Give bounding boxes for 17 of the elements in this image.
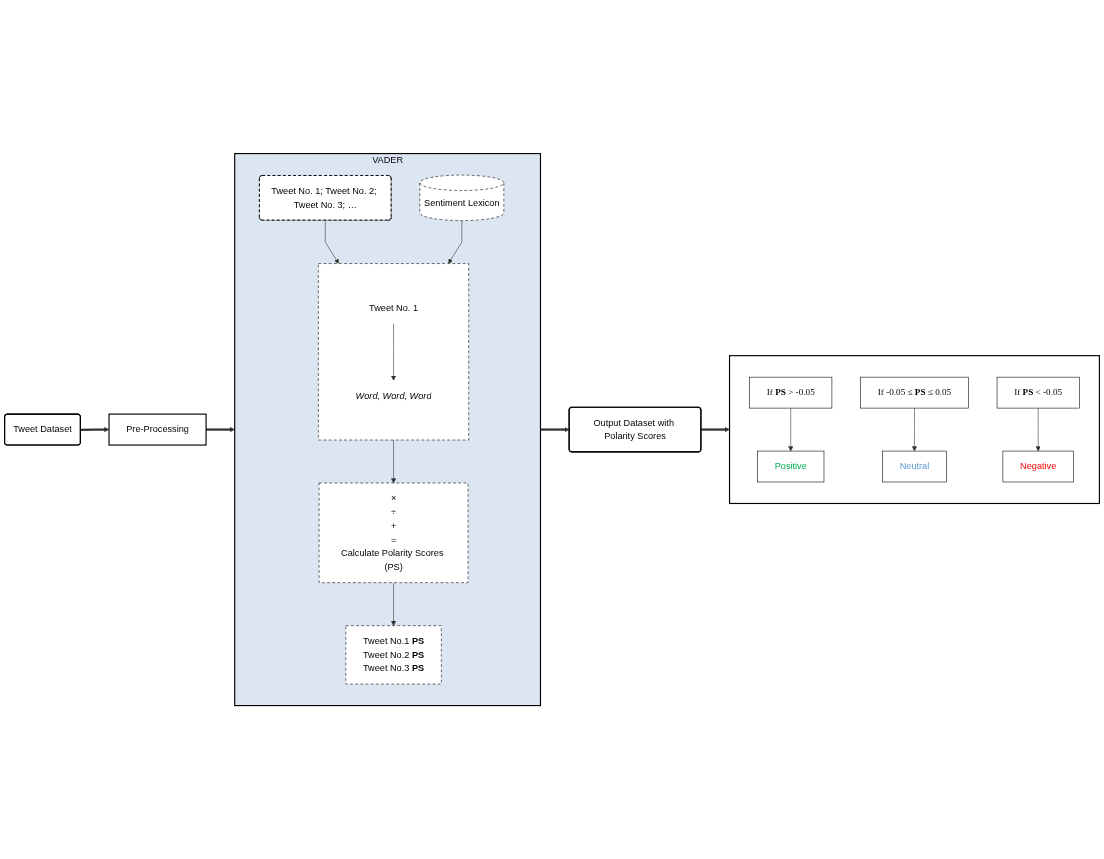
cluster	[318, 263, 470, 441]
node-box: Neutral	[882, 450, 947, 483]
node-text: Tweet No. 1	[369, 302, 419, 313]
arrow	[206, 427, 235, 432]
arrow	[700, 427, 730, 432]
node-box: × ÷ + = Calculate Polarity Scores (PS)	[318, 482, 469, 583]
node-text: Word, Word, Word	[355, 390, 432, 401]
arrow	[80, 427, 110, 432]
node-box: If PS < -0.05	[996, 376, 1080, 409]
node-box: Negative	[1002, 450, 1074, 483]
node-box: Pre-Processing	[108, 413, 207, 446]
node-box: If -0.05 ≤ PS ≤ 0.05	[860, 376, 969, 409]
arrow	[540, 427, 570, 432]
node-box: Tweet No.1 PS Tweet No.2 PS Tweet No.3 PS	[345, 625, 442, 685]
node-box: Positive	[757, 450, 825, 483]
node-box: If PS > -0.05	[749, 376, 833, 409]
cluster	[728, 355, 1100, 504]
